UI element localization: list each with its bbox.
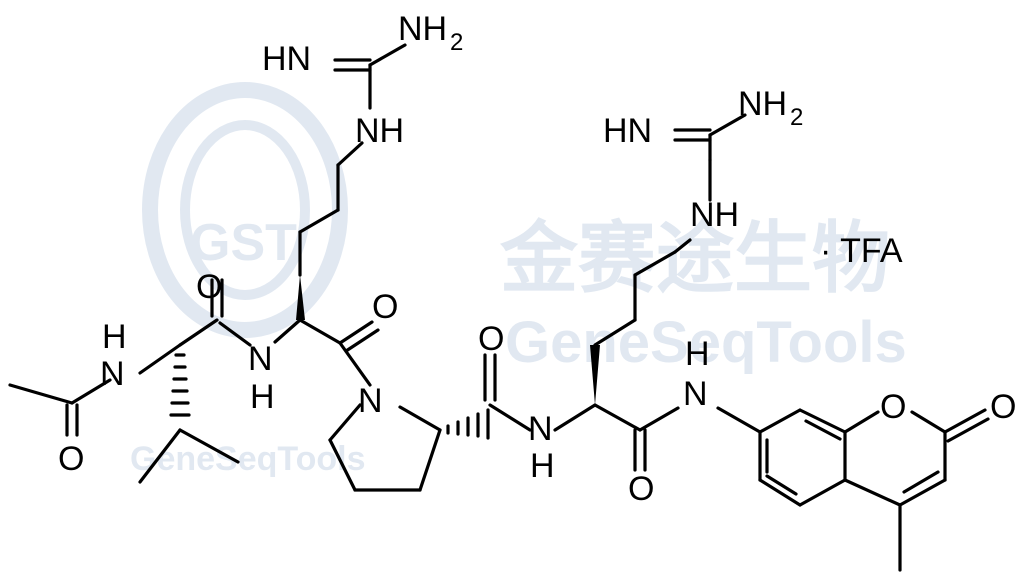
- atom-label: NH: [690, 196, 739, 234]
- atom-label: H: [685, 335, 710, 373]
- atom-label: O: [990, 388, 1016, 426]
- bond: [344, 328, 380, 353]
- atom-label: O: [880, 388, 906, 426]
- atom-label: HN: [603, 112, 652, 150]
- atom-label: O: [372, 288, 398, 326]
- watermark: GST 金赛途生物 GeneSeqTools GeneSeqTools: [130, 82, 907, 478]
- bond: [328, 403, 362, 442]
- bond: [488, 403, 532, 432]
- bond: [8, 383, 74, 405]
- atom-label: N: [528, 410, 553, 448]
- bond: [328, 438, 357, 492]
- bond: [273, 318, 302, 344]
- bond: [633, 250, 677, 277]
- bond: [178, 318, 219, 347]
- atom-label: N: [248, 340, 273, 378]
- bond-hash: [169, 353, 191, 417]
- bond: [368, 43, 407, 67]
- atom-label: N: [683, 375, 708, 413]
- bond: [798, 408, 847, 434]
- atom-label: 2: [450, 29, 463, 56]
- watermark-brand: GeneSeqTools: [505, 310, 907, 375]
- bond: [943, 408, 987, 434]
- bond: [758, 478, 802, 507]
- atom-label: NH: [738, 85, 787, 123]
- bond: [946, 417, 990, 443]
- atom-label: H: [530, 447, 555, 485]
- bond: [178, 428, 240, 464]
- bond: [843, 478, 902, 507]
- atom-label: NH: [355, 112, 404, 150]
- bond: [638, 406, 680, 432]
- bond: [593, 403, 642, 432]
- bond: [902, 470, 940, 494]
- atom-label: O: [196, 268, 222, 306]
- bond: [338, 341, 372, 387]
- salt-label: · TFA: [820, 232, 903, 270]
- atom-labels: HN NH 2 NH HN NH 2 NH H N O O N H O N O …: [58, 10, 1016, 508]
- bond: [898, 478, 947, 507]
- bond: [398, 405, 442, 432]
- bond-hash: [446, 408, 490, 440]
- bond: [798, 478, 847, 507]
- atom-label: O: [628, 470, 654, 508]
- bond: [70, 378, 112, 405]
- atom-label: N: [100, 355, 125, 393]
- bond: [218, 321, 252, 347]
- bond: [138, 428, 182, 484]
- bond: [910, 410, 947, 434]
- bond: [418, 428, 442, 492]
- bond: [843, 410, 880, 434]
- bond: [298, 318, 342, 345]
- bond: [336, 141, 364, 167]
- atom-label: O: [478, 320, 504, 358]
- bonds: [8, 43, 990, 572]
- bond-wedge: [296, 275, 305, 320]
- bond: [338, 320, 374, 345]
- atom-label: HN: [262, 40, 311, 78]
- watermark-chinese: 金赛途生物: [499, 214, 890, 302]
- watermark-logo-text: GST: [190, 214, 297, 272]
- atom-label: N: [358, 382, 383, 420]
- watermark-logo: GST: [142, 82, 348, 338]
- bond: [716, 406, 762, 434]
- bond: [765, 474, 798, 496]
- bond: [758, 408, 802, 434]
- bond: [804, 419, 842, 441]
- atom-label: 2: [790, 104, 803, 131]
- atom-label: H: [250, 378, 275, 416]
- bond-wedge: [590, 345, 600, 405]
- bond: [593, 318, 637, 347]
- bond: [708, 113, 747, 137]
- bond: [673, 238, 692, 254]
- bond: [298, 208, 340, 234]
- atom-label: O: [58, 440, 84, 478]
- bond: [138, 343, 182, 375]
- atom-label: NH: [398, 10, 447, 48]
- bond: [553, 403, 597, 432]
- watermark-brand-small: GeneSeqTools: [130, 440, 366, 478]
- atom-label: H: [102, 318, 127, 356]
